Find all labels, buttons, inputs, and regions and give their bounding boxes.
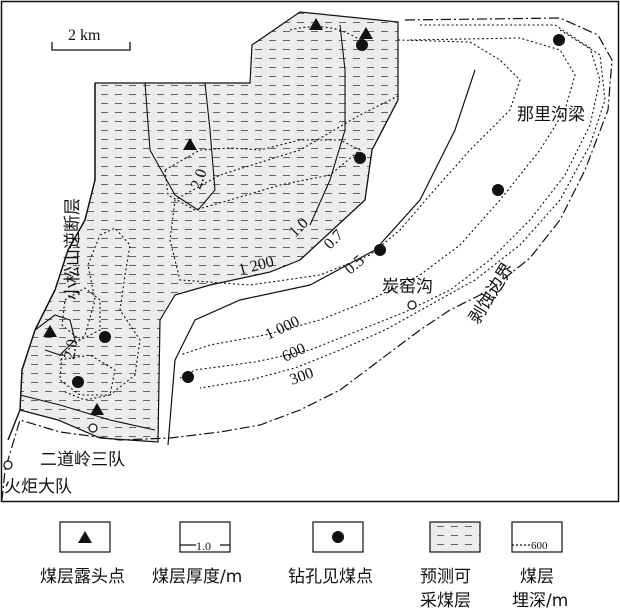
dot-icon [72,376,84,388]
legend-outcrop-label: 煤层露头点 [40,567,125,587]
tanyaogou-label: 炭窑沟 [382,277,433,297]
triangle-icon [43,325,57,337]
dot-icon [332,531,344,543]
thickness-contour-0-5 [167,69,476,446]
triangle-icon [359,27,373,39]
settlement-icon [88,423,98,433]
erdaoling-label: 二道岭三队 [40,450,125,470]
legend: 煤层露头点 1.0 煤层厚度/m 钻孔见煤点 预测可 采煤层 600 煤层 埋深… [40,521,568,611]
settlement-icon [407,300,417,310]
fault-label: 小松山逆断层 [63,198,83,300]
nalgouliang-label: 那里沟梁 [517,105,585,125]
thickness-contour-1-0 [309,24,346,226]
scale-bar: 2 km [51,27,131,51]
erosion-boundary-label: 剥蚀边界 [465,259,518,327]
dot-icon [182,371,194,383]
depth-contours [59,24,606,401]
scale-label: 2 km [68,27,101,44]
legend-thickness-sample: 1.0 [196,539,211,553]
dot-icon [492,184,504,196]
depth-label: 300 [288,365,316,389]
depth-label: 600 [280,340,309,366]
legend-depth-sample: 600 [531,540,548,552]
fault-line [7,83,96,441]
triangle-icon [90,403,104,415]
map-frame [0,0,620,503]
thickness-contour-lower [19,394,156,431]
settlement-points [3,300,417,470]
settlement-icon [3,460,13,470]
erosion-boundary-line [1,17,613,501]
thickness-label: 2.0 [61,338,81,361]
triangle-icon [309,18,323,30]
legend-depth-label-1: 煤层 [520,567,554,587]
thickness-contour-0-7 [299,99,399,261]
triangle-icon [183,138,197,150]
legend-thickness-label: 煤层厚度/m [152,567,242,587]
legend-minable-label-2: 采煤层 [420,591,471,611]
depth-label: 1 000 [263,313,303,344]
borehole-points [72,34,565,388]
legend-minable-label-1: 预测可 [420,567,471,587]
outcrop-points [43,18,373,415]
dot-icon [99,331,111,343]
dot-icon [553,34,565,46]
thickness-contour-2-0-b [34,314,76,356]
triangle-icon [78,531,92,543]
huoju-label: 火炬大队 [4,477,72,497]
legend-depth-label-2: 埋深/m [512,591,568,611]
thickness-contour-2-0-a [144,82,216,211]
legend-borehole-label: 钻孔见煤点 [288,567,373,587]
dot-icon [374,244,386,256]
thickness-label: 2.0 [188,167,211,192]
dot-icon [354,152,366,164]
dot-icon [356,39,368,51]
